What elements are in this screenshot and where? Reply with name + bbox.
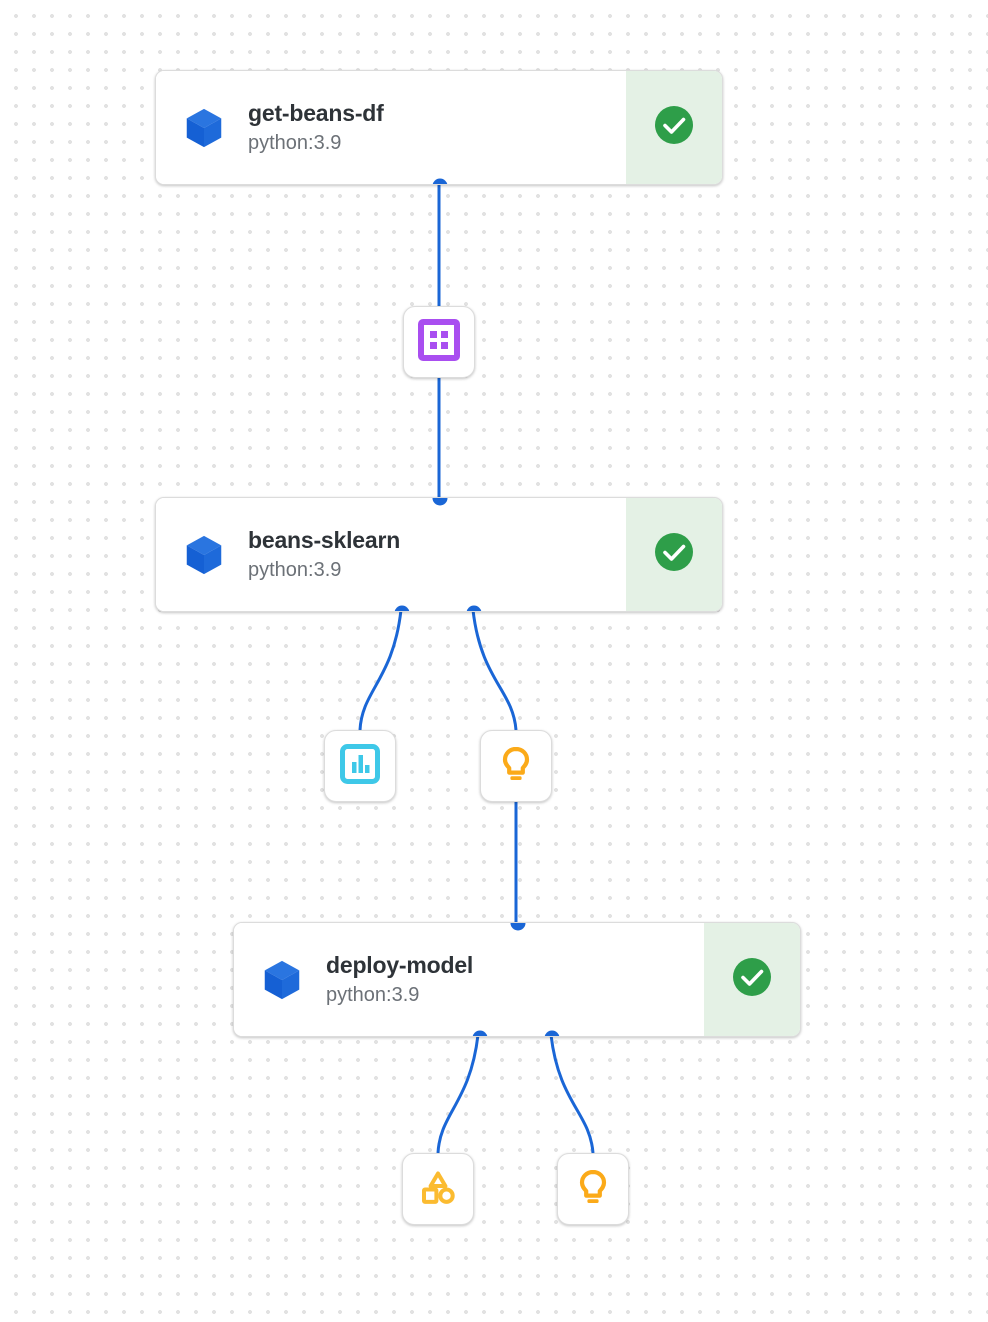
task-node-text: deploy-model python:3.9: [326, 951, 473, 1007]
task-output-port[interactable]: [432, 178, 448, 184]
task-status-panel: [704, 923, 800, 1036]
task-node-title: beans-sklearn: [248, 527, 401, 554]
artifact-node-metrics[interactable]: [324, 730, 396, 802]
task-output-port-left[interactable]: [394, 605, 410, 611]
task-output-port-right[interactable]: [544, 1030, 560, 1036]
task-output-port-left[interactable]: [472, 1030, 488, 1036]
shapes-icon: [417, 1166, 459, 1213]
edge-deploy-model-to-classification-metrics: [436, 1034, 480, 1154]
bulb-icon: [572, 1166, 614, 1213]
task-node-subtitle: python:3.9: [326, 983, 420, 1006]
task-input-port[interactable]: [432, 498, 448, 506]
cube-icon: [180, 104, 228, 152]
task-node-text: get-beans-df python:3.9: [248, 99, 384, 155]
task-status-panel: [626, 71, 722, 184]
edge-beans-sklearn-to-model: [471, 609, 518, 731]
dataset-icon: [418, 318, 460, 366]
task-node-title: deploy-model: [326, 952, 474, 979]
artifact-node-classification-metrics[interactable]: [402, 1153, 474, 1225]
cube-icon: [180, 531, 228, 579]
check-circle-icon: [652, 103, 696, 152]
task-node-title: get-beans-df: [248, 100, 384, 127]
task-node-subtitle: python:3.9: [248, 558, 342, 581]
artifact-node-model[interactable]: [480, 730, 552, 802]
edge-deploy-model-to-endpoint: [549, 1034, 595, 1154]
bulb-icon: [495, 743, 537, 790]
check-circle-icon: [652, 530, 696, 579]
task-input-port[interactable]: [510, 923, 526, 931]
metrics-icon: [339, 743, 381, 790]
task-node-subtitle: python:3.9: [248, 131, 342, 154]
task-status-panel: [626, 498, 722, 611]
task-node-body[interactable]: beans-sklearn python:3.9: [156, 498, 626, 611]
check-circle-icon: [730, 955, 774, 1004]
task-node-body[interactable]: deploy-model python:3.9: [234, 923, 704, 1036]
task-node-beans-sklearn[interactable]: beans-sklearn python:3.9: [155, 497, 723, 612]
cube-icon: [258, 956, 306, 1004]
task-node-get-beans-df[interactable]: get-beans-df python:3.9: [155, 70, 723, 185]
artifact-node-endpoint[interactable]: [557, 1153, 629, 1225]
edge-beans-sklearn-to-metrics: [358, 609, 403, 731]
task-node-text: beans-sklearn python:3.9: [248, 526, 400, 582]
task-node-deploy-model[interactable]: deploy-model python:3.9: [233, 922, 801, 1037]
task-node-body[interactable]: get-beans-df python:3.9: [156, 71, 626, 184]
artifact-node-dataset[interactable]: [403, 306, 475, 378]
task-output-port-right[interactable]: [466, 605, 482, 611]
